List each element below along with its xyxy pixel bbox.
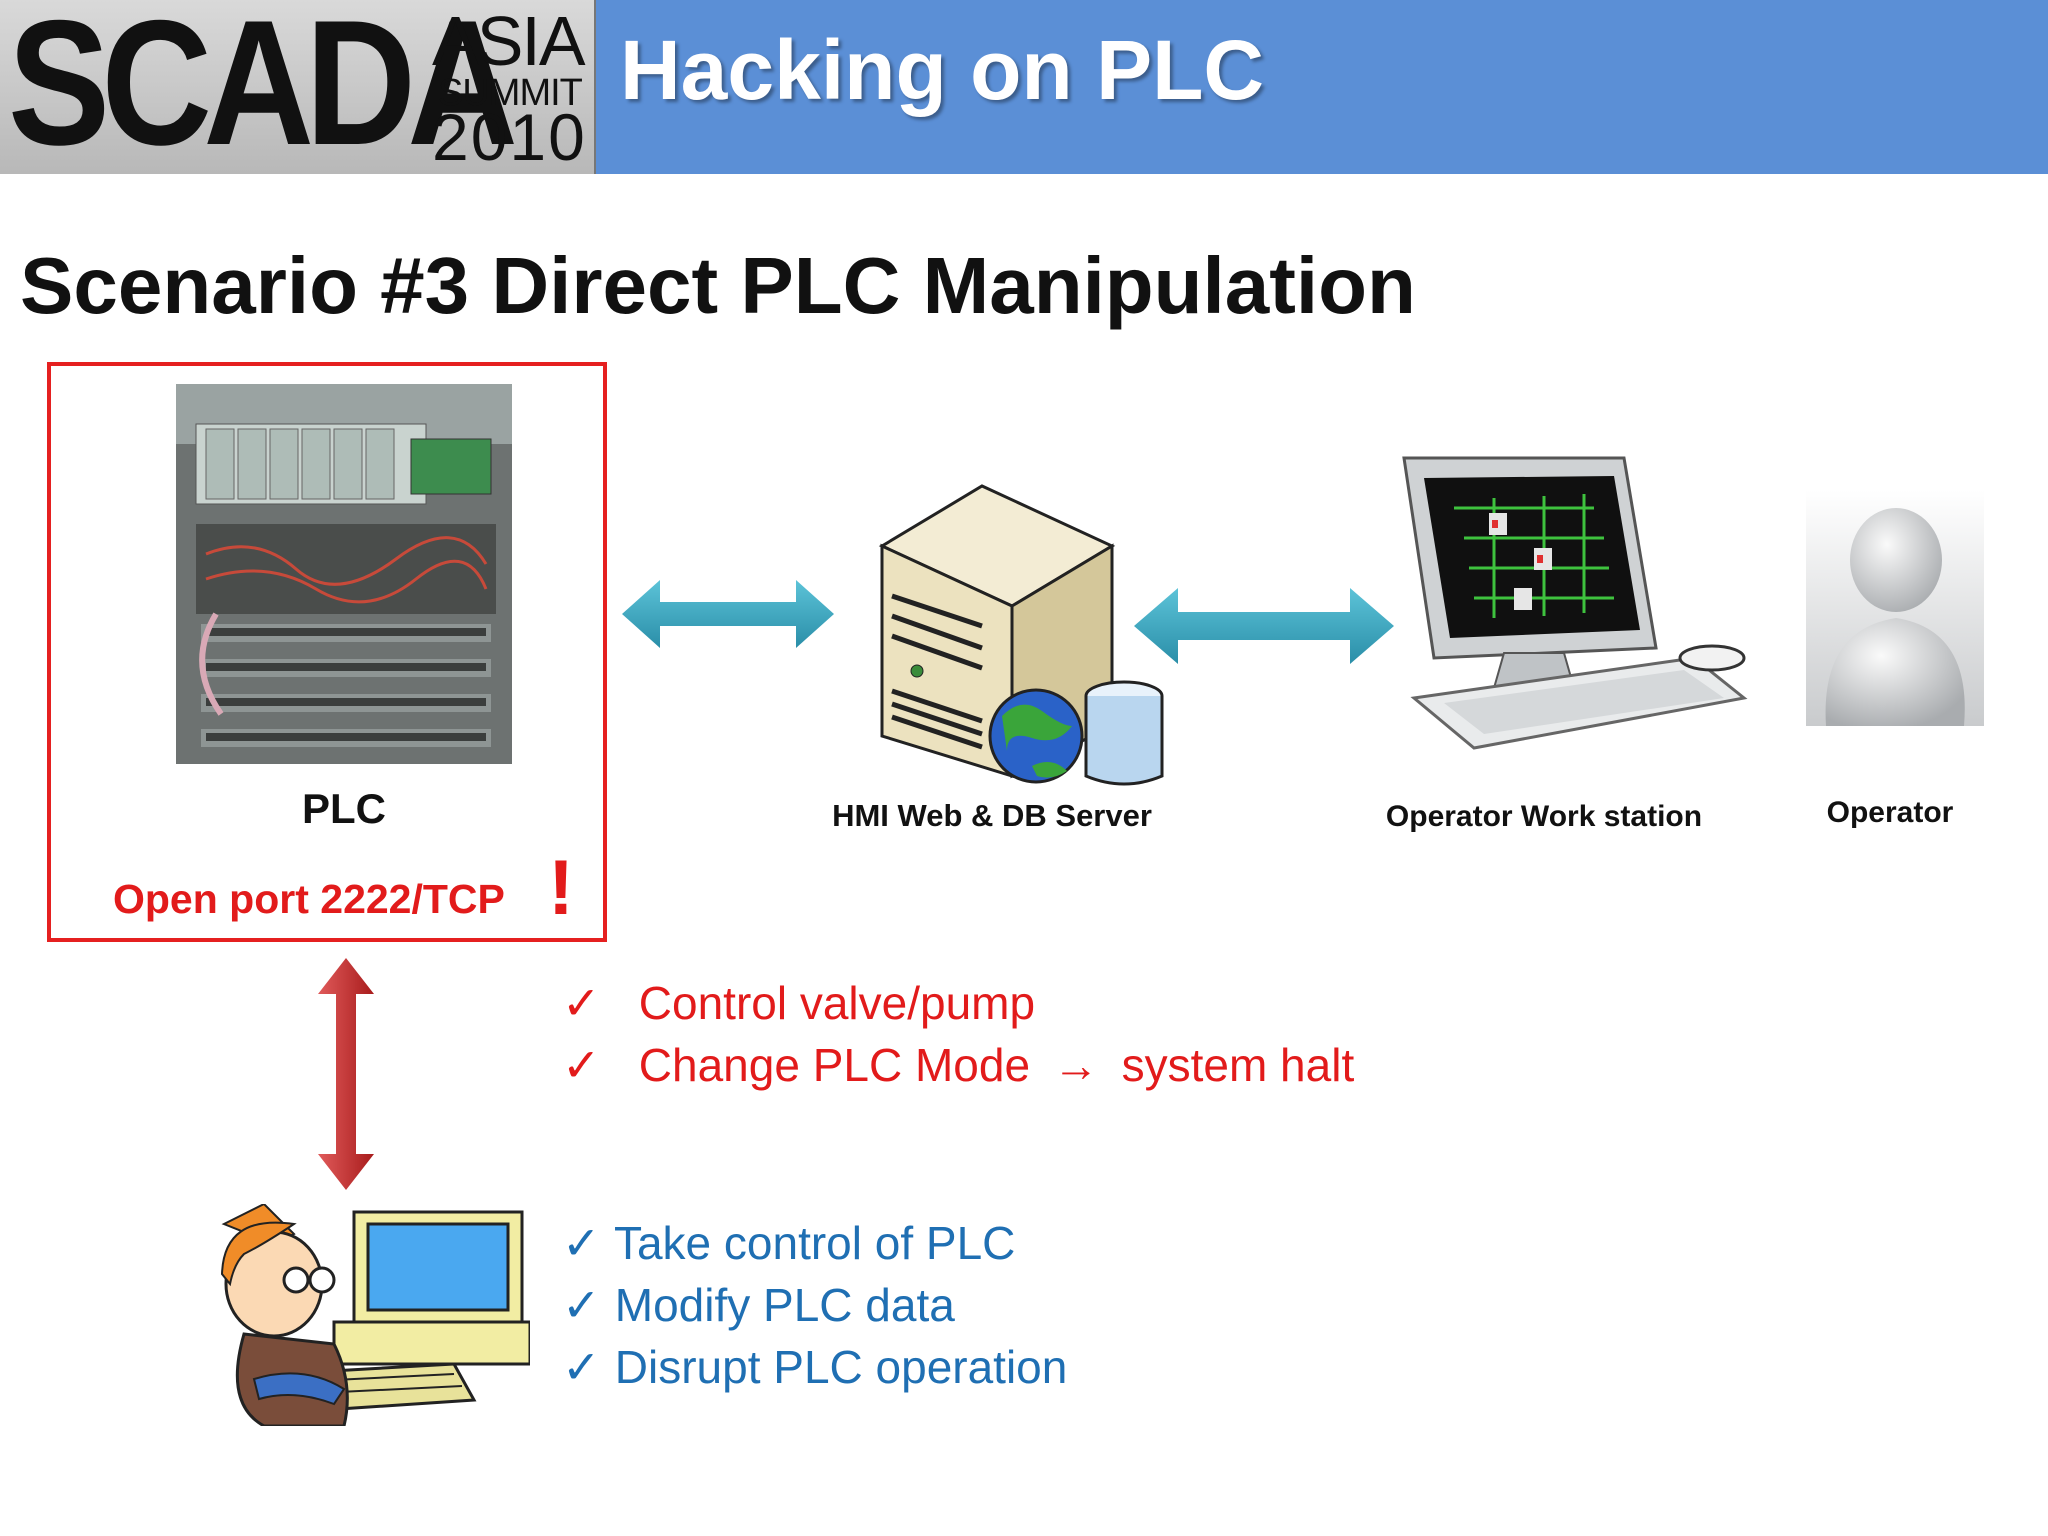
capability-item-3: ✓ Disrupt PLC operation [562,1336,1067,1398]
checkmark-icon: ✓ [562,1039,601,1091]
server-image [878,484,1164,786]
effect-text-1: Control valve/pump [638,977,1036,1029]
attack-effects-list: ✓ Control valve/pump ✓ Change PLC Mode →… [562,972,1354,1096]
workstation-label: Operator Work station [1385,800,1703,833]
header-title: Hacking on PLC [620,23,1265,117]
operator-avatar-icon [1806,490,1984,726]
exclamation-icon: ! [548,843,574,931]
effect-text-2: Change PLC Mode [638,1039,1031,1091]
checkmark-icon: ✓ [562,977,601,1029]
arrow-plc-server [622,580,834,648]
arrow-plc-attacker [318,958,374,1190]
right-arrow-icon: → [1052,1039,1099,1091]
capability-text-3: Disrupt PLC operation [614,1341,1068,1393]
workstation-image [1402,456,1748,750]
attacker-image [220,1204,530,1426]
capability-text-2: Modify PLC data [614,1279,955,1331]
checkmark-icon: ✓ [562,1341,601,1393]
effect-text-3: system halt [1121,1039,1355,1091]
plc-label: PLC [302,785,386,832]
logo-summit-text: SUMMIT [438,72,583,114]
logo-asia-text: ASIA [432,2,586,80]
plc-cabinet-image [176,384,512,764]
effect-item-1: ✓ Control valve/pump [562,972,1354,1034]
logo-year-text: 2010 [432,100,587,174]
effect-item-2: ✓ Change PLC Mode → system halt [562,1034,1354,1096]
open-port-warning: Open port 2222/TCP [113,876,505,922]
capability-item-2: ✓ Modify PLC data [562,1274,1067,1336]
capability-item-1: ✓ Take control of PLC [562,1212,1067,1274]
server-label: HMI Web & DB Server [832,798,1152,833]
slide-title: Scenario #3 Direct PLC Manipulation [20,241,1416,330]
attacker-capabilities-list: ✓ Take control of PLC ✓ Modify PLC data … [562,1212,1067,1398]
capability-text-1: Take control of PLC [613,1217,1016,1269]
plc-highlight-box [47,362,607,942]
operator-label: Operator [1826,796,1954,829]
logo-main-text: SCADA [8,0,518,174]
checkmark-icon: ✓ [562,1279,601,1331]
scada-asia-summit-logo: SCADA ASIA SUMMIT 2010 [0,0,597,174]
checkmark-icon: ✓ [562,1217,601,1269]
arrow-server-workstation [1134,588,1394,664]
header-bar [596,0,2048,174]
